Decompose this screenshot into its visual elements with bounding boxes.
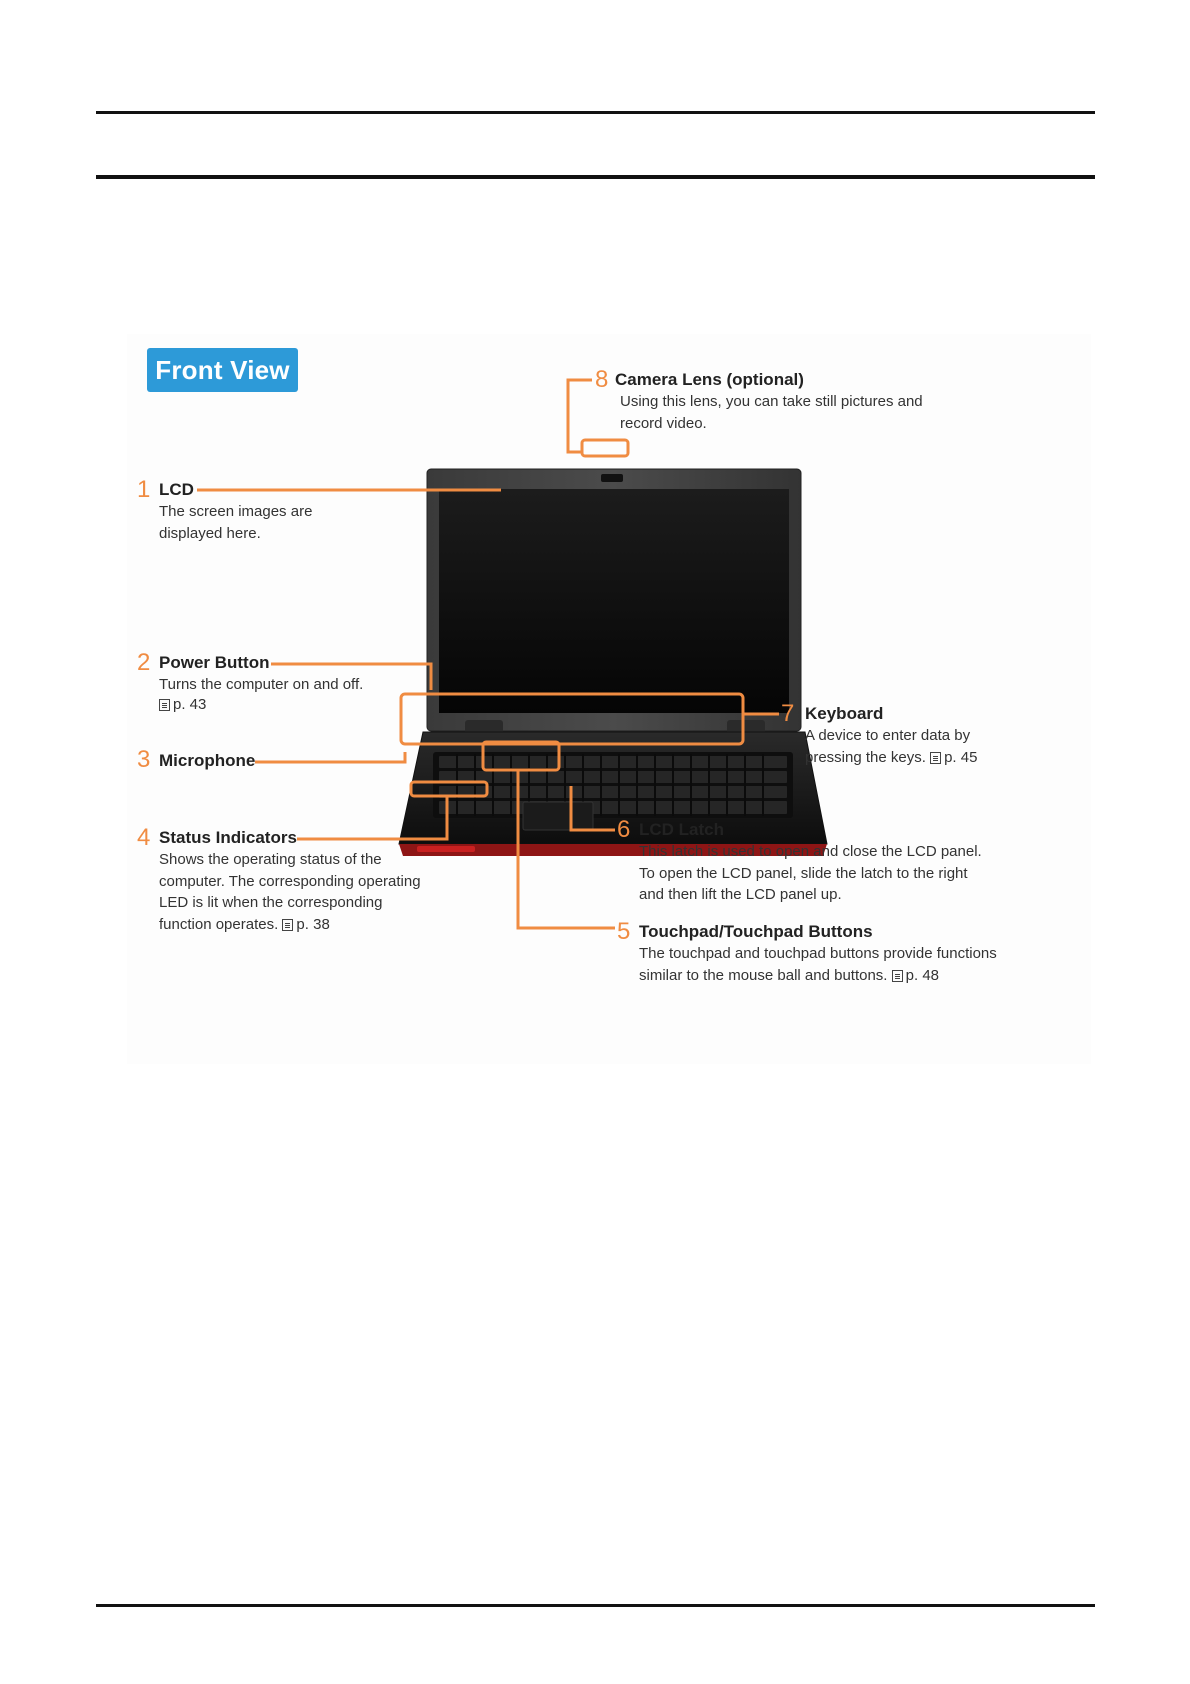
callout-1-number: 1 bbox=[137, 476, 151, 503]
callout-2-page-ref: p. 43 bbox=[159, 696, 409, 713]
lcd-screen bbox=[439, 489, 789, 713]
callout-2-ref-text: p. 43 bbox=[173, 695, 207, 713]
callout-7-title: Keyboard bbox=[805, 704, 884, 723]
callout-7-page-ref: p. 45 bbox=[926, 748, 978, 766]
callout-power-button: Power Button Turns the computer on and o… bbox=[159, 652, 409, 713]
callout-5-ref-text: p. 48 bbox=[905, 966, 940, 984]
callout-4-ref-text: p. 38 bbox=[296, 915, 330, 933]
callout-lines bbox=[197, 378, 779, 930]
callout-7-description: A device to enter data by pressing the k… bbox=[805, 727, 971, 766]
callout-lcd-latch: LCD Latch This latch is used to open and… bbox=[639, 819, 1069, 906]
callout-2-title: Power Button bbox=[159, 653, 270, 672]
laptop-illustration bbox=[197, 378, 828, 930]
header-rule-bottom bbox=[96, 175, 1095, 179]
front-view-badge: Front View bbox=[147, 348, 298, 392]
callout-microphone: Microphone bbox=[159, 750, 279, 772]
callout-6-number: 6 bbox=[617, 816, 631, 843]
touchpad bbox=[522, 801, 594, 831]
callout-touchpad: Touchpad/Touchpad Buttons The touchpad a… bbox=[639, 921, 1079, 986]
keyboard-keys bbox=[439, 756, 787, 814]
callout-6-description: This latch is used to open and close the… bbox=[639, 843, 982, 903]
callout-7-ref-text: p. 45 bbox=[944, 748, 978, 766]
callout-4-page-ref: p. 38 bbox=[278, 916, 330, 933]
footer-rule bbox=[96, 1604, 1095, 1607]
callout-5-title: Touchpad/Touchpad Buttons bbox=[639, 922, 873, 941]
callout-status-indicators: Status Indicators Shows the operating st… bbox=[159, 827, 459, 935]
callout-8-number: 8 bbox=[595, 366, 609, 393]
front-view-figure: Front View bbox=[127, 334, 1091, 1064]
page-ref-icon bbox=[930, 751, 942, 764]
page-ref-icon bbox=[159, 698, 170, 711]
callout-3-title: Microphone bbox=[159, 751, 256, 770]
camera bbox=[601, 474, 623, 482]
red-front-edge bbox=[399, 844, 827, 856]
callout-5-description: The touchpad and touchpad buttons provid… bbox=[639, 945, 997, 984]
callout-4-number: 4 bbox=[137, 824, 151, 851]
callout-6-title: LCD Latch bbox=[639, 820, 724, 839]
callout-camera-lens: Camera Lens (optional) Using this lens, … bbox=[615, 369, 995, 434]
page-ref-icon bbox=[891, 969, 903, 982]
callout-lcd: LCD The screen images are displayed here… bbox=[159, 479, 379, 544]
header-rule-top bbox=[96, 111, 1095, 114]
callout-keyboard: Keyboard A device to enter data by press… bbox=[805, 703, 1055, 768]
callout-4-description: Shows the operating status of the comput… bbox=[159, 851, 421, 933]
callout-5-number: 5 bbox=[617, 918, 631, 945]
callout-7-number: 7 bbox=[781, 700, 795, 727]
page-ref-icon bbox=[282, 918, 294, 931]
callout-5-page-ref: p. 48 bbox=[887, 967, 939, 984]
callout-4-title: Status Indicators bbox=[159, 828, 297, 847]
callout-2-description: Turns the computer on and off. bbox=[159, 676, 364, 693]
callout-2-number: 2 bbox=[137, 649, 151, 676]
callout-1-title: LCD bbox=[159, 480, 194, 499]
callout-8-description: Using this lens, you can take still pict… bbox=[620, 393, 923, 432]
callout-1-description: The screen images are displayed here. bbox=[159, 503, 313, 542]
callout-3-number: 3 bbox=[137, 746, 151, 773]
callout-8-title: Camera Lens (optional) bbox=[615, 370, 804, 389]
